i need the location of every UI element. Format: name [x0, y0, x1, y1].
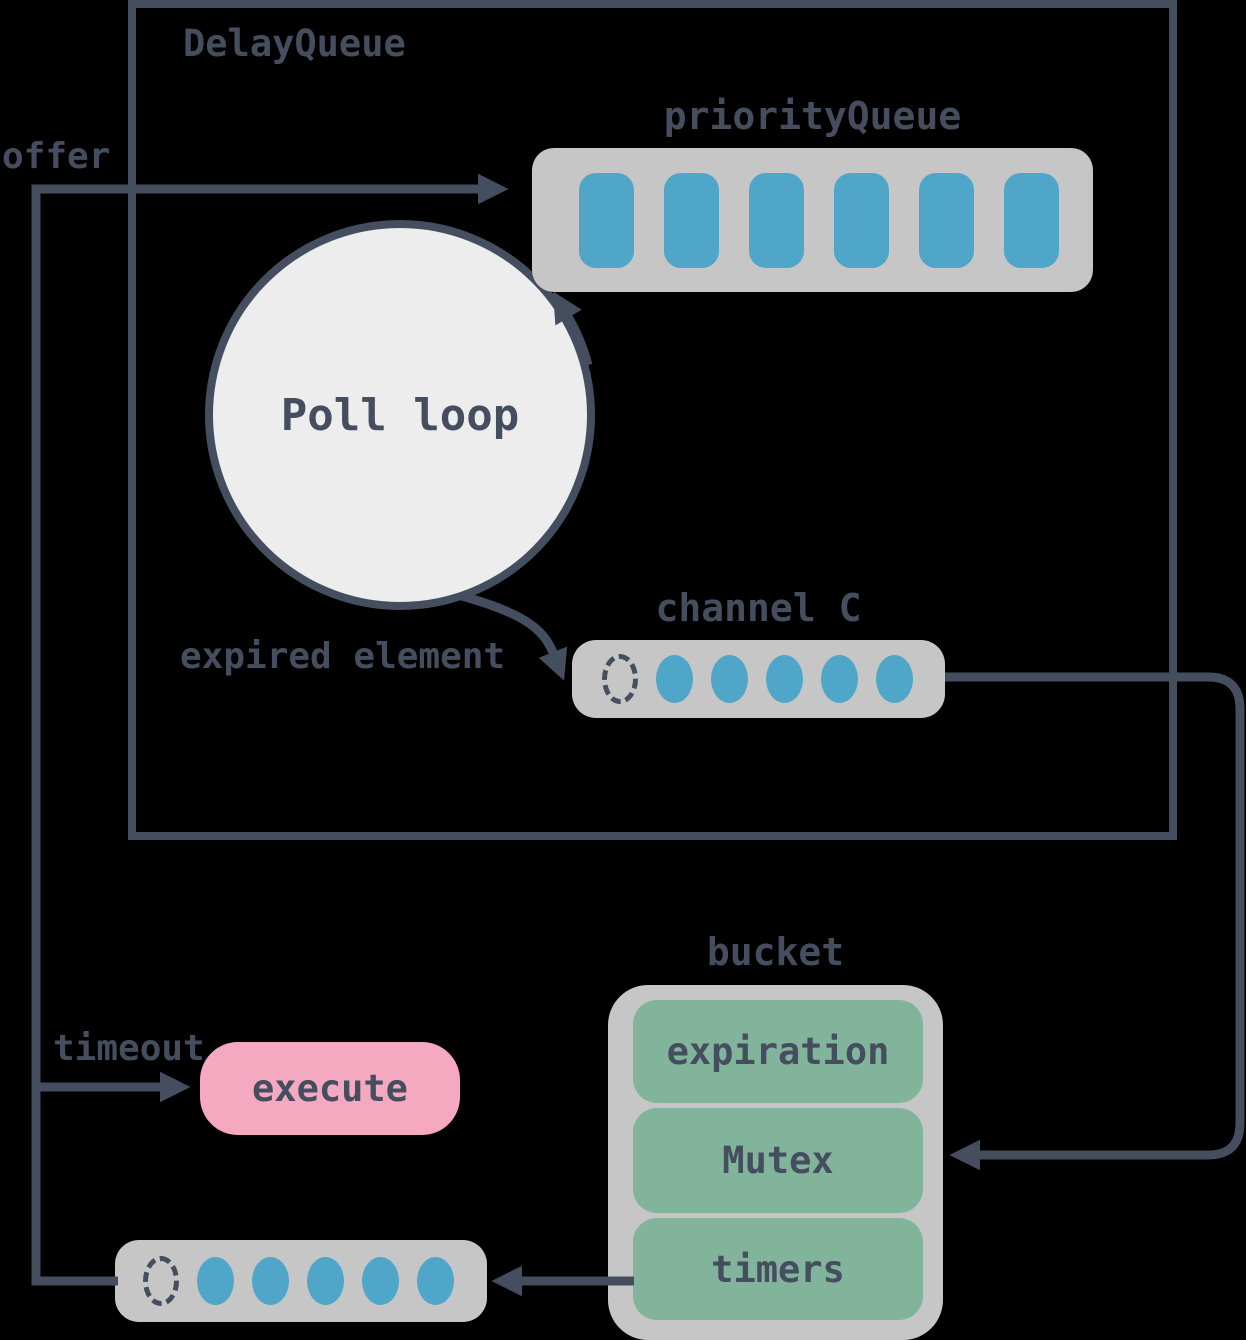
expired-element-label: expired element: [180, 636, 506, 677]
queue-element: [919, 172, 974, 268]
execute-box: execute: [200, 1042, 460, 1135]
filled-slot: [766, 655, 803, 703]
offer-label: offer: [2, 136, 111, 177]
filled-slot: [876, 655, 913, 703]
queue-element: [664, 172, 719, 268]
bucket-box: expiration Mutex timers: [608, 985, 943, 1340]
queue-element: [749, 172, 804, 268]
priority-queue-box: [532, 148, 1093, 292]
filled-slot: [821, 655, 858, 703]
queue-element: [1004, 172, 1059, 268]
bottom-channel-box: [115, 1240, 487, 1322]
filled-slot: [307, 1257, 344, 1305]
bucket-label: bucket: [706, 930, 845, 974]
timeout-label: timeout: [53, 1028, 205, 1069]
delayqueue-title: DelayQueue: [183, 22, 406, 65]
filled-slot: [252, 1257, 289, 1305]
empty-slot: [602, 654, 638, 704]
filled-slot: [197, 1257, 234, 1305]
priority-queue-label: priorityQueue: [663, 94, 962, 138]
bucket-field-expiration: expiration: [633, 1000, 923, 1103]
queue-element: [834, 172, 889, 268]
channel-c-box: [572, 640, 945, 718]
bucket-field-mutex: Mutex: [633, 1108, 923, 1213]
queue-element: [579, 172, 634, 268]
filled-slot: [417, 1257, 454, 1305]
filled-slot: [656, 655, 693, 703]
execute-label: execute: [252, 1067, 408, 1110]
filled-slot: [711, 655, 748, 703]
bucket-field-timers: timers: [633, 1218, 923, 1320]
empty-slot: [143, 1256, 179, 1306]
filled-slot: [362, 1257, 399, 1305]
channel-c-label: channel C: [655, 586, 862, 630]
poll-loop-label: Poll loop: [280, 389, 520, 441]
